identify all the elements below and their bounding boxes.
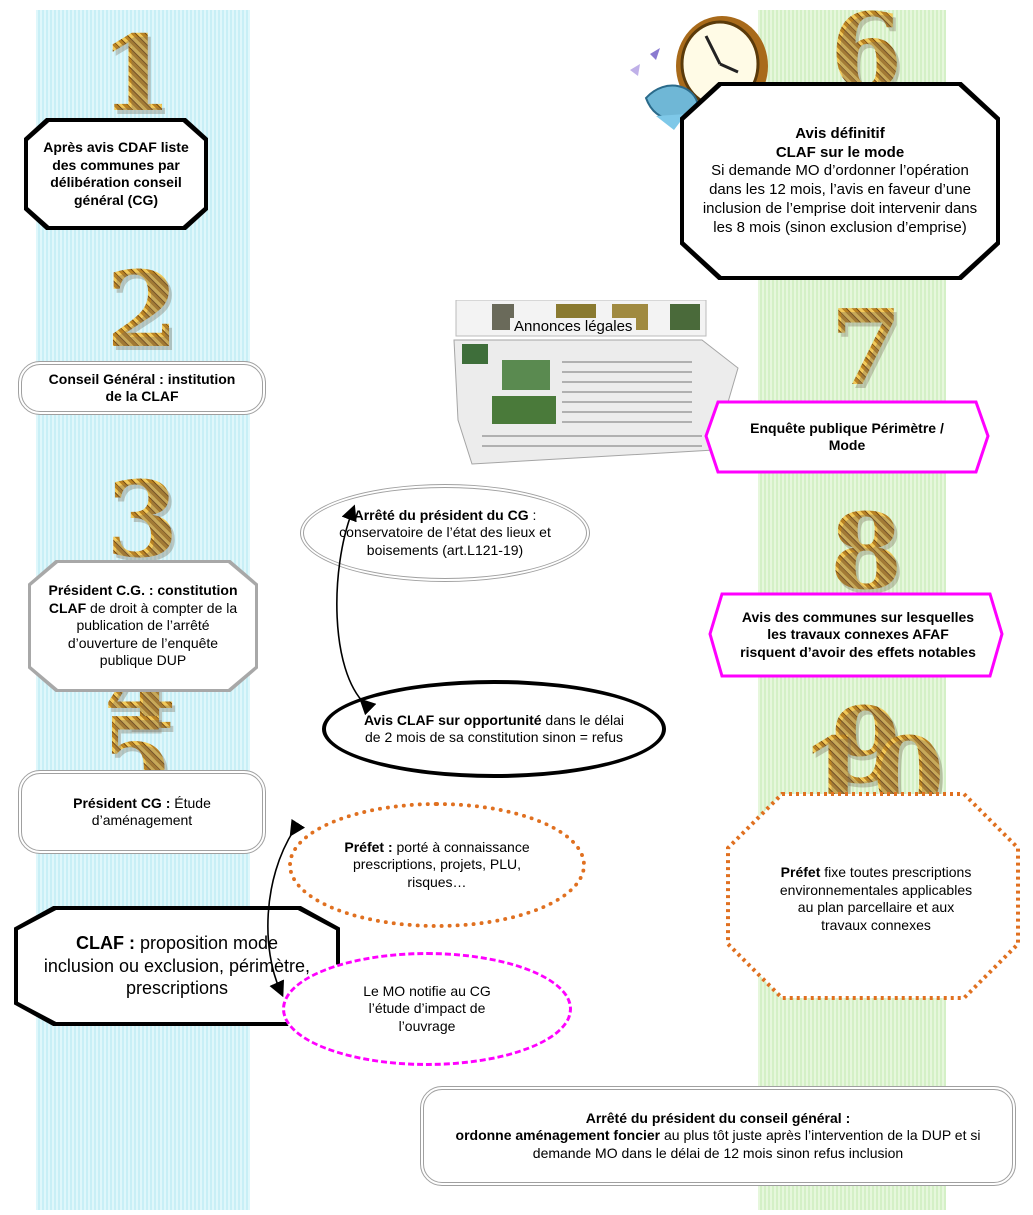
step-5-text: proposition mode inclusion ou exclusion,…	[43, 933, 311, 999]
step-5-bold: CLAF :	[75, 933, 135, 954]
step-8-text: Avis des communes sur lesquelles les tra…	[740, 608, 976, 660]
prefet-bold: Préfet :	[344, 838, 393, 855]
newspaper-icon	[453, 300, 739, 465]
avis-claf-bold: Avis CLAF sur opportunité	[363, 711, 542, 728]
step-9-box: Préfet fixe toutes prescriptions environ…	[776, 834, 976, 964]
step-2-text: Conseil Général : institution de la CLAF	[48, 370, 236, 405]
annonces-legales-label: Annonces légales	[510, 318, 637, 335]
step-3-bold: Président C.G. : constitution CLAF	[48, 582, 238, 616]
step-4-bold: Président CG :	[73, 794, 171, 811]
step-8-border	[708, 592, 1004, 678]
step-2-box: Conseil Général : institution de la CLAF	[18, 361, 266, 415]
avis-claf-text: dans le délai de 2 mois de sa constituti…	[365, 711, 625, 746]
step-10-text: au plus tôt juste après l’intervention d…	[532, 1127, 981, 1161]
step-6-text: Si demande MO d’ordonner l’opération dan…	[702, 162, 978, 236]
step-9-text: fixe toutes prescriptions environnementa…	[779, 864, 973, 933]
arrete-ellipse: Arrêté du président du CG : conservatoir…	[300, 484, 590, 582]
step-number-7: 7	[830, 286, 903, 409]
step-number-2: 2	[106, 248, 179, 371]
step-10-box: Arrêté du président du conseil général :…	[420, 1086, 1016, 1186]
step-10-bold: Arrêté du président du conseil général :	[585, 1109, 851, 1126]
arrete-text: : conservatoire de l’état des lieux et b…	[339, 506, 551, 558]
step-6-box: Avis définitif CLAF sur le mode Si deman…	[680, 82, 1000, 280]
step-number-3: 3	[106, 458, 179, 581]
step-10-bold2: ordonne aménagement foncier	[455, 1127, 661, 1144]
step-6-bold: Avis définitif CLAF sur le mode	[775, 124, 905, 161]
step-7-box: Enquête publique Périmètre / Mode	[740, 404, 954, 470]
step-9-border	[726, 792, 1020, 1000]
mo-text: Le MO notifie au CG l’étude d’impact de …	[363, 982, 491, 1034]
step-9-bold: Préfet	[780, 864, 821, 880]
step-4-box: Président CG : Étude d’aménagement	[18, 770, 266, 854]
step-number-9: 9	[830, 694, 902, 798]
prefet-ellipse: Préfet : porté à connaissance prescripti…	[288, 802, 586, 928]
step-number-1: 1	[100, 12, 173, 135]
step-7-border	[704, 400, 990, 474]
step-8-box: Avis des communes sur lesquelles les tra…	[740, 594, 976, 676]
step-3-box: Président C.G. : constitution CLAF de dr…	[28, 560, 258, 692]
step-number-8: 8	[830, 490, 903, 613]
mo-ellipse: Le MO notifie au CG l’étude d’impact de …	[282, 952, 572, 1066]
step-7-text: Enquête publique Périmètre / Mode	[750, 419, 944, 454]
step-3-text: de droit à compter de la publication de …	[67, 599, 238, 669]
avis-claf-ellipse: Avis CLAF sur opportunité dans le délai …	[322, 680, 666, 778]
step-1-box: Après avis CDAF liste des communes par d…	[24, 118, 208, 230]
step-4-text: Étude d’aménagement	[91, 794, 211, 829]
step-1-text: Après avis CDAF liste des communes par d…	[43, 139, 189, 208]
arrete-bold: Arrêté du président du CG	[353, 506, 529, 523]
prefet-text: porté à connaissance prescriptions, proj…	[352, 838, 530, 890]
